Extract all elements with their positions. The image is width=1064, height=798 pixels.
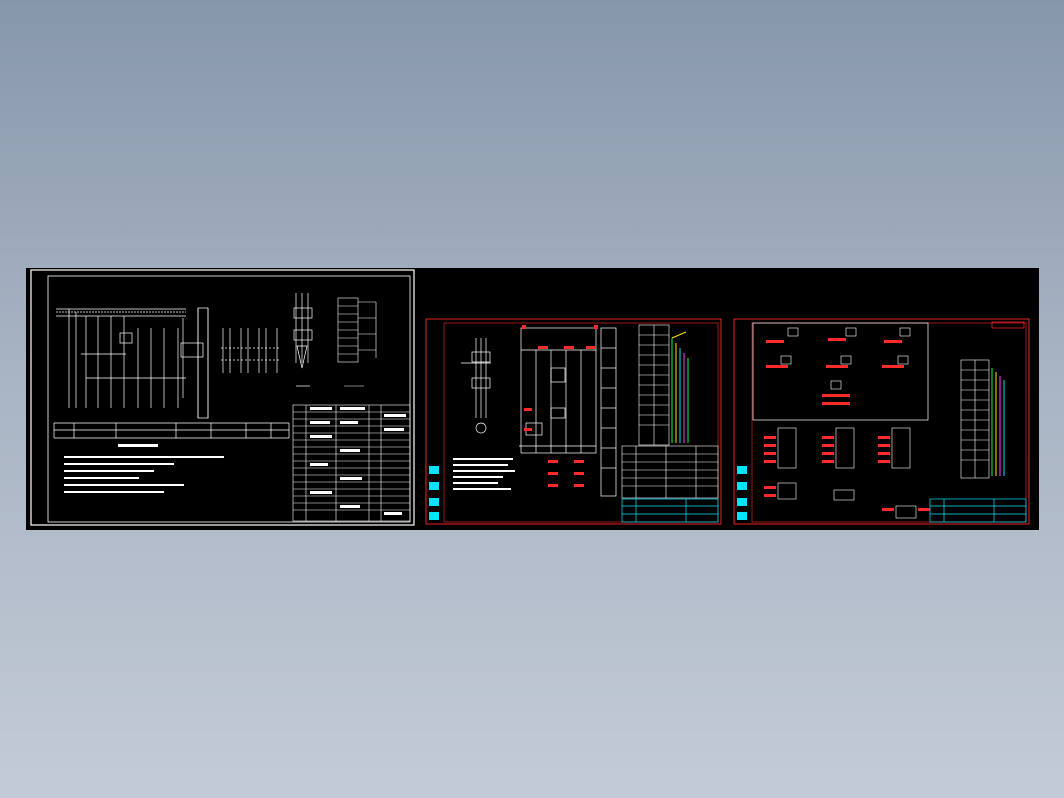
sheet-2-colored-wires <box>671 331 689 443</box>
sheet-2-notes <box>453 458 515 490</box>
sheet-1-notes <box>64 444 224 493</box>
sheet-1-inner-frame <box>47 275 411 523</box>
sheet-3-inner-frame <box>751 322 1027 523</box>
sheet-3-relay-banks <box>777 427 917 519</box>
cad-drawing <box>30 269 1030 526</box>
sheet-3-side-tags <box>737 466 747 520</box>
sheet-3-title-block <box>929 498 1027 523</box>
sheet-3-device-area <box>752 322 929 421</box>
sheet-2-red-markers <box>522 325 598 487</box>
sheet-1-terminal-strip <box>337 297 377 387</box>
sheet-2-motor-circuit <box>461 338 491 434</box>
sheet-1-parts-table-text <box>310 407 406 515</box>
sheet-1-main-circuit <box>53 307 290 439</box>
sheet-3-relay-labels <box>764 436 930 511</box>
sheet-2-control-block <box>519 327 617 497</box>
sheet-3-device-symbols <box>766 338 904 405</box>
sheet-3-colored-wires <box>991 368 1005 476</box>
sheet-3 <box>733 318 1030 525</box>
sheet-3-header-tag <box>991 321 1025 329</box>
sheet-1-motor-symbol <box>293 293 313 387</box>
sheet-2 <box>425 318 722 525</box>
sheet-2-side-tags <box>429 466 439 520</box>
sheet-1-outer-frame <box>30 269 415 526</box>
sheet-1-parts-table <box>292 404 411 522</box>
sheet-3-outer-frame <box>733 318 1030 525</box>
sheet-3-terminal-list <box>960 359 990 479</box>
sheet-2-outer-frame <box>425 318 722 525</box>
sheet-2-inner-frame <box>443 322 719 523</box>
sheet-1 <box>30 269 415 526</box>
sheet-2-parts-table <box>621 445 719 499</box>
cad-drawing-canvas[interactable] <box>26 268 1039 530</box>
sheet-1-contactor-group <box>221 328 281 373</box>
sheet-3-device-boxes <box>780 327 911 390</box>
sheet-2-title-block <box>621 498 719 523</box>
sheet-2-terminal-list <box>638 324 670 446</box>
